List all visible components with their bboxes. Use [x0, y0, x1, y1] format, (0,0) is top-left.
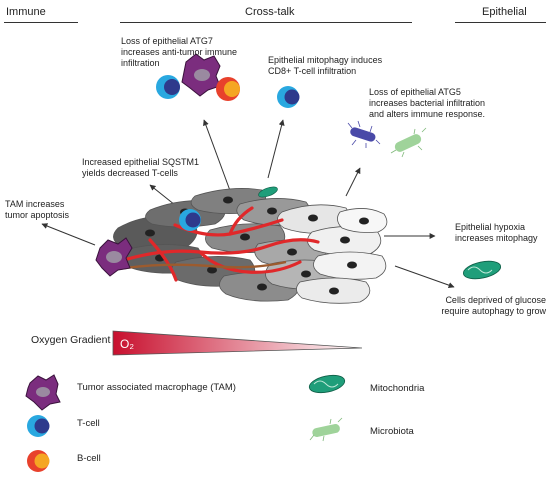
bcell-top — [216, 77, 240, 101]
arrows — [41, 119, 455, 289]
legend-bcell-icon — [27, 450, 50, 472]
header-crosstalk: Cross-talk — [245, 6, 295, 18]
legend-tcell-icon — [27, 415, 50, 437]
arrow-mitophagy-cd8 — [267, 119, 285, 179]
annotation-hypoxia: Epithelial hypoxia increases mitophagy — [455, 222, 538, 243]
annotation-glucose: Cells deprived of glucose require autoph… — [441, 295, 546, 316]
header-immune: Immune — [6, 6, 46, 18]
arrow-glucose — [394, 265, 455, 289]
legend-microbiota-icon — [309, 417, 343, 442]
arrow-atg5 — [345, 167, 361, 197]
annotation-atg7: Loss of epithelial ATG7 increases anti-t… — [121, 36, 238, 68]
mitochondria-hypoxia — [462, 260, 502, 280]
legend-mitochondria-label: Mitochondria — [370, 383, 425, 394]
legend-mitochondria-icon — [308, 374, 346, 394]
header-rule-epithelial — [455, 22, 546, 23]
annotation-atg5: Loss of epithelial ATG5 increases bacter… — [369, 87, 486, 119]
bacterium-blue — [347, 120, 381, 148]
legend-tcell-label: T-cell — [77, 418, 100, 429]
bacterium-green — [390, 127, 427, 158]
legend-bcell-label: B-cell — [77, 453, 101, 464]
oxygen-symbol: O₂ — [120, 337, 134, 351]
tcell-top-left — [156, 75, 180, 99]
annotation-mitophagy-cd8: Epithelial mitophagy induces CD8+ T-cell… — [268, 55, 383, 76]
oxygen-gradient-label: Oxygen Gradient — [31, 334, 111, 346]
blood-vessels — [116, 206, 320, 282]
annotation-sqstm1: Increased epithelial SQSTM1 yields decre… — [82, 157, 200, 178]
annotation-tam-apoptosis: TAM increases tumor apoptosis — [5, 199, 70, 220]
header-rule-immune — [4, 22, 78, 23]
brown-vessel — [111, 260, 287, 272]
legend-tam-label: Tumor associated macrophage (TAM) — [77, 382, 236, 393]
legend-microbiota-label: Microbiota — [370, 426, 414, 437]
tcell-in-tissue — [179, 209, 201, 231]
mitochondria-floating — [258, 186, 278, 198]
oxygen-gradient-triangle — [112, 330, 363, 356]
tcell-top-right — [277, 86, 300, 108]
legend-tam-icon — [25, 374, 61, 411]
header-rule-crosstalk — [120, 22, 412, 23]
tam-in-tissue — [95, 237, 133, 277]
arrow-atg7 — [203, 119, 233, 197]
arrow-tam — [41, 223, 96, 246]
header-epithelial: Epithelial — [482, 6, 527, 18]
